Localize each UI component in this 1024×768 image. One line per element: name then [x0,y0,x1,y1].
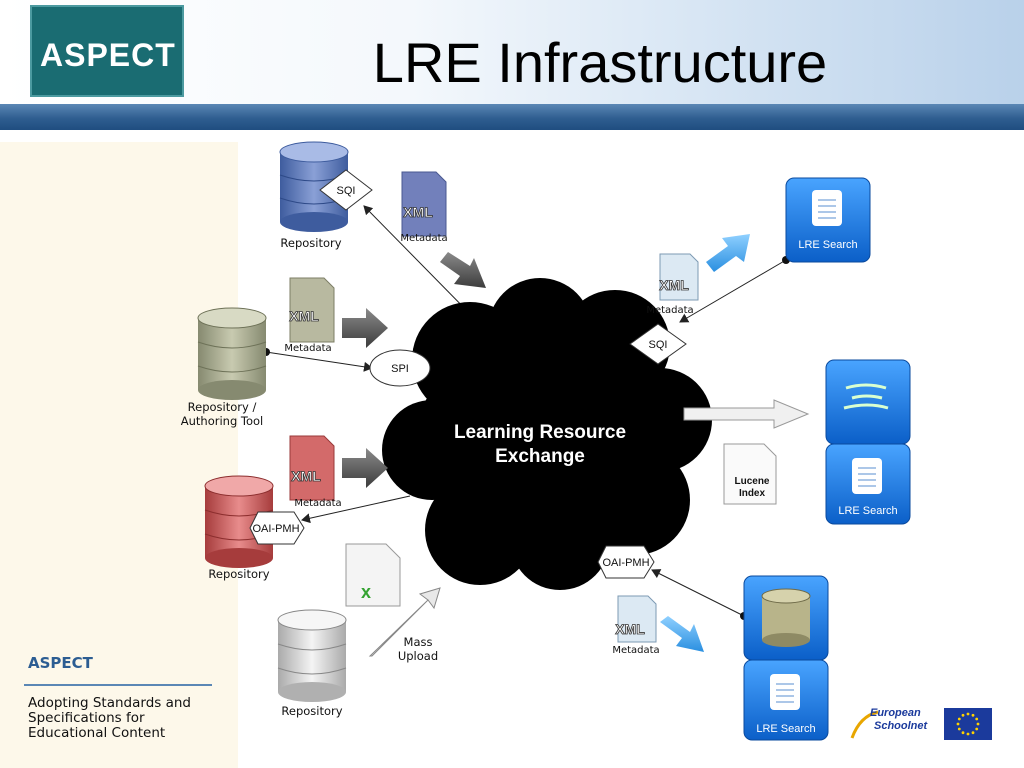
svg-text:XML: XML [659,277,689,293]
metadata-label: Metadata [284,343,331,354]
svg-text:SQI: SQI [649,339,668,351]
svg-text:OAI-PMH: OAI-PMH [252,523,299,535]
svg-text:XML: XML [615,621,645,637]
svg-text:OAI-PMH: OAI-PMH [602,557,649,569]
connector-spi [265,351,373,372]
cloud-label-line2: Exchange [495,446,585,467]
flow-arrow-icon [440,252,486,288]
xml-document-icon: XML [289,435,335,501]
svg-text:LRE Search: LRE Search [756,723,815,735]
database-icon [277,609,347,702]
lre-search-tile: LRE Search [785,177,871,263]
connector-oai-red [301,495,411,524]
spi-badge: SPI [369,349,431,387]
repo-red-label: Repository [208,567,269,581]
lucene-tile [825,359,911,445]
metadata-label: Metadata [294,498,341,509]
aspect-logo-text: ASPECT [40,37,176,73]
lucene-index-icon: Lucene Index [723,443,777,505]
svg-text:SPI: SPI [391,363,409,375]
metadata-label: Metadata [612,645,659,656]
xml-document-icon: XML [289,277,335,343]
flow-arrow-icon [660,616,704,652]
sqi-badge: SQI [319,169,373,211]
oai-pmh-badge: OAI-PMH [597,545,655,579]
eu-flag-icon [944,708,992,740]
sidebar-divider [24,684,212,686]
sqi-badge: SQI [629,323,687,365]
index-arrow-icon [683,399,810,429]
svg-text:Index: Index [739,488,766,499]
header-band [0,104,1024,130]
svg-text:European: European [870,707,921,719]
cloud-label-line1: Learning Resource [454,422,626,443]
flow-arrow-icon [342,448,388,488]
spreadsheet-document-icon: x [345,543,401,607]
repository-tile [743,575,829,661]
lre-cloud: Learning Resource Exchange [382,278,712,590]
svg-text:XML: XML [289,308,319,324]
mass-upload-arrow-icon [368,587,441,657]
metadata-label: Metadata [400,233,447,244]
svg-text:XML: XML [291,468,321,484]
repo-authoring-label-2: Authoring Tool [181,414,264,428]
repo-authoring-label-1: Repository / [188,400,257,414]
xml-document-icon: XML [401,171,447,237]
connector-lre-search-top [679,259,787,323]
xml-document-icon: XML [615,595,657,643]
aspect-logo: ASPECT [30,5,184,97]
flow-arrow-icon [706,234,750,272]
connector-oai-bottom [651,569,745,617]
mass-upload-label-2: Upload [398,649,438,663]
svg-text:Lucene: Lucene [734,476,769,487]
svg-text:x: x [361,582,371,602]
european-schoolnet-logo: European Schoolnet [848,702,932,744]
xml-document-icon: XML [659,253,699,301]
sidebar-title: ASPECT [28,654,93,672]
sidebar-description: Adopting Standards and Specifications fo… [28,695,191,741]
svg-text:XML: XML [403,204,433,220]
repo-top-label: Repository [280,236,341,250]
svg-text:LRE Search: LRE Search [798,239,857,251]
connector-top-repo [363,205,479,323]
database-icon [197,307,267,400]
page-title: LRE Infrastructure [372,31,828,94]
svg-text:Schoolnet: Schoolnet [874,720,929,732]
lre-search-tile: LRE Search [825,443,911,525]
sidebar [0,142,238,768]
lre-search-tile: LRE Search [743,659,829,741]
metadata-label: Metadata [646,305,693,316]
svg-text:LRE Search: LRE Search [838,505,897,517]
repo-bottom-label: Repository [281,704,342,718]
mass-upload-label-1: Mass [404,635,433,649]
svg-text:SQI: SQI [337,185,356,197]
flow-arrow-icon [342,308,388,348]
oai-pmh-badge: OAI-PMH [249,511,305,545]
